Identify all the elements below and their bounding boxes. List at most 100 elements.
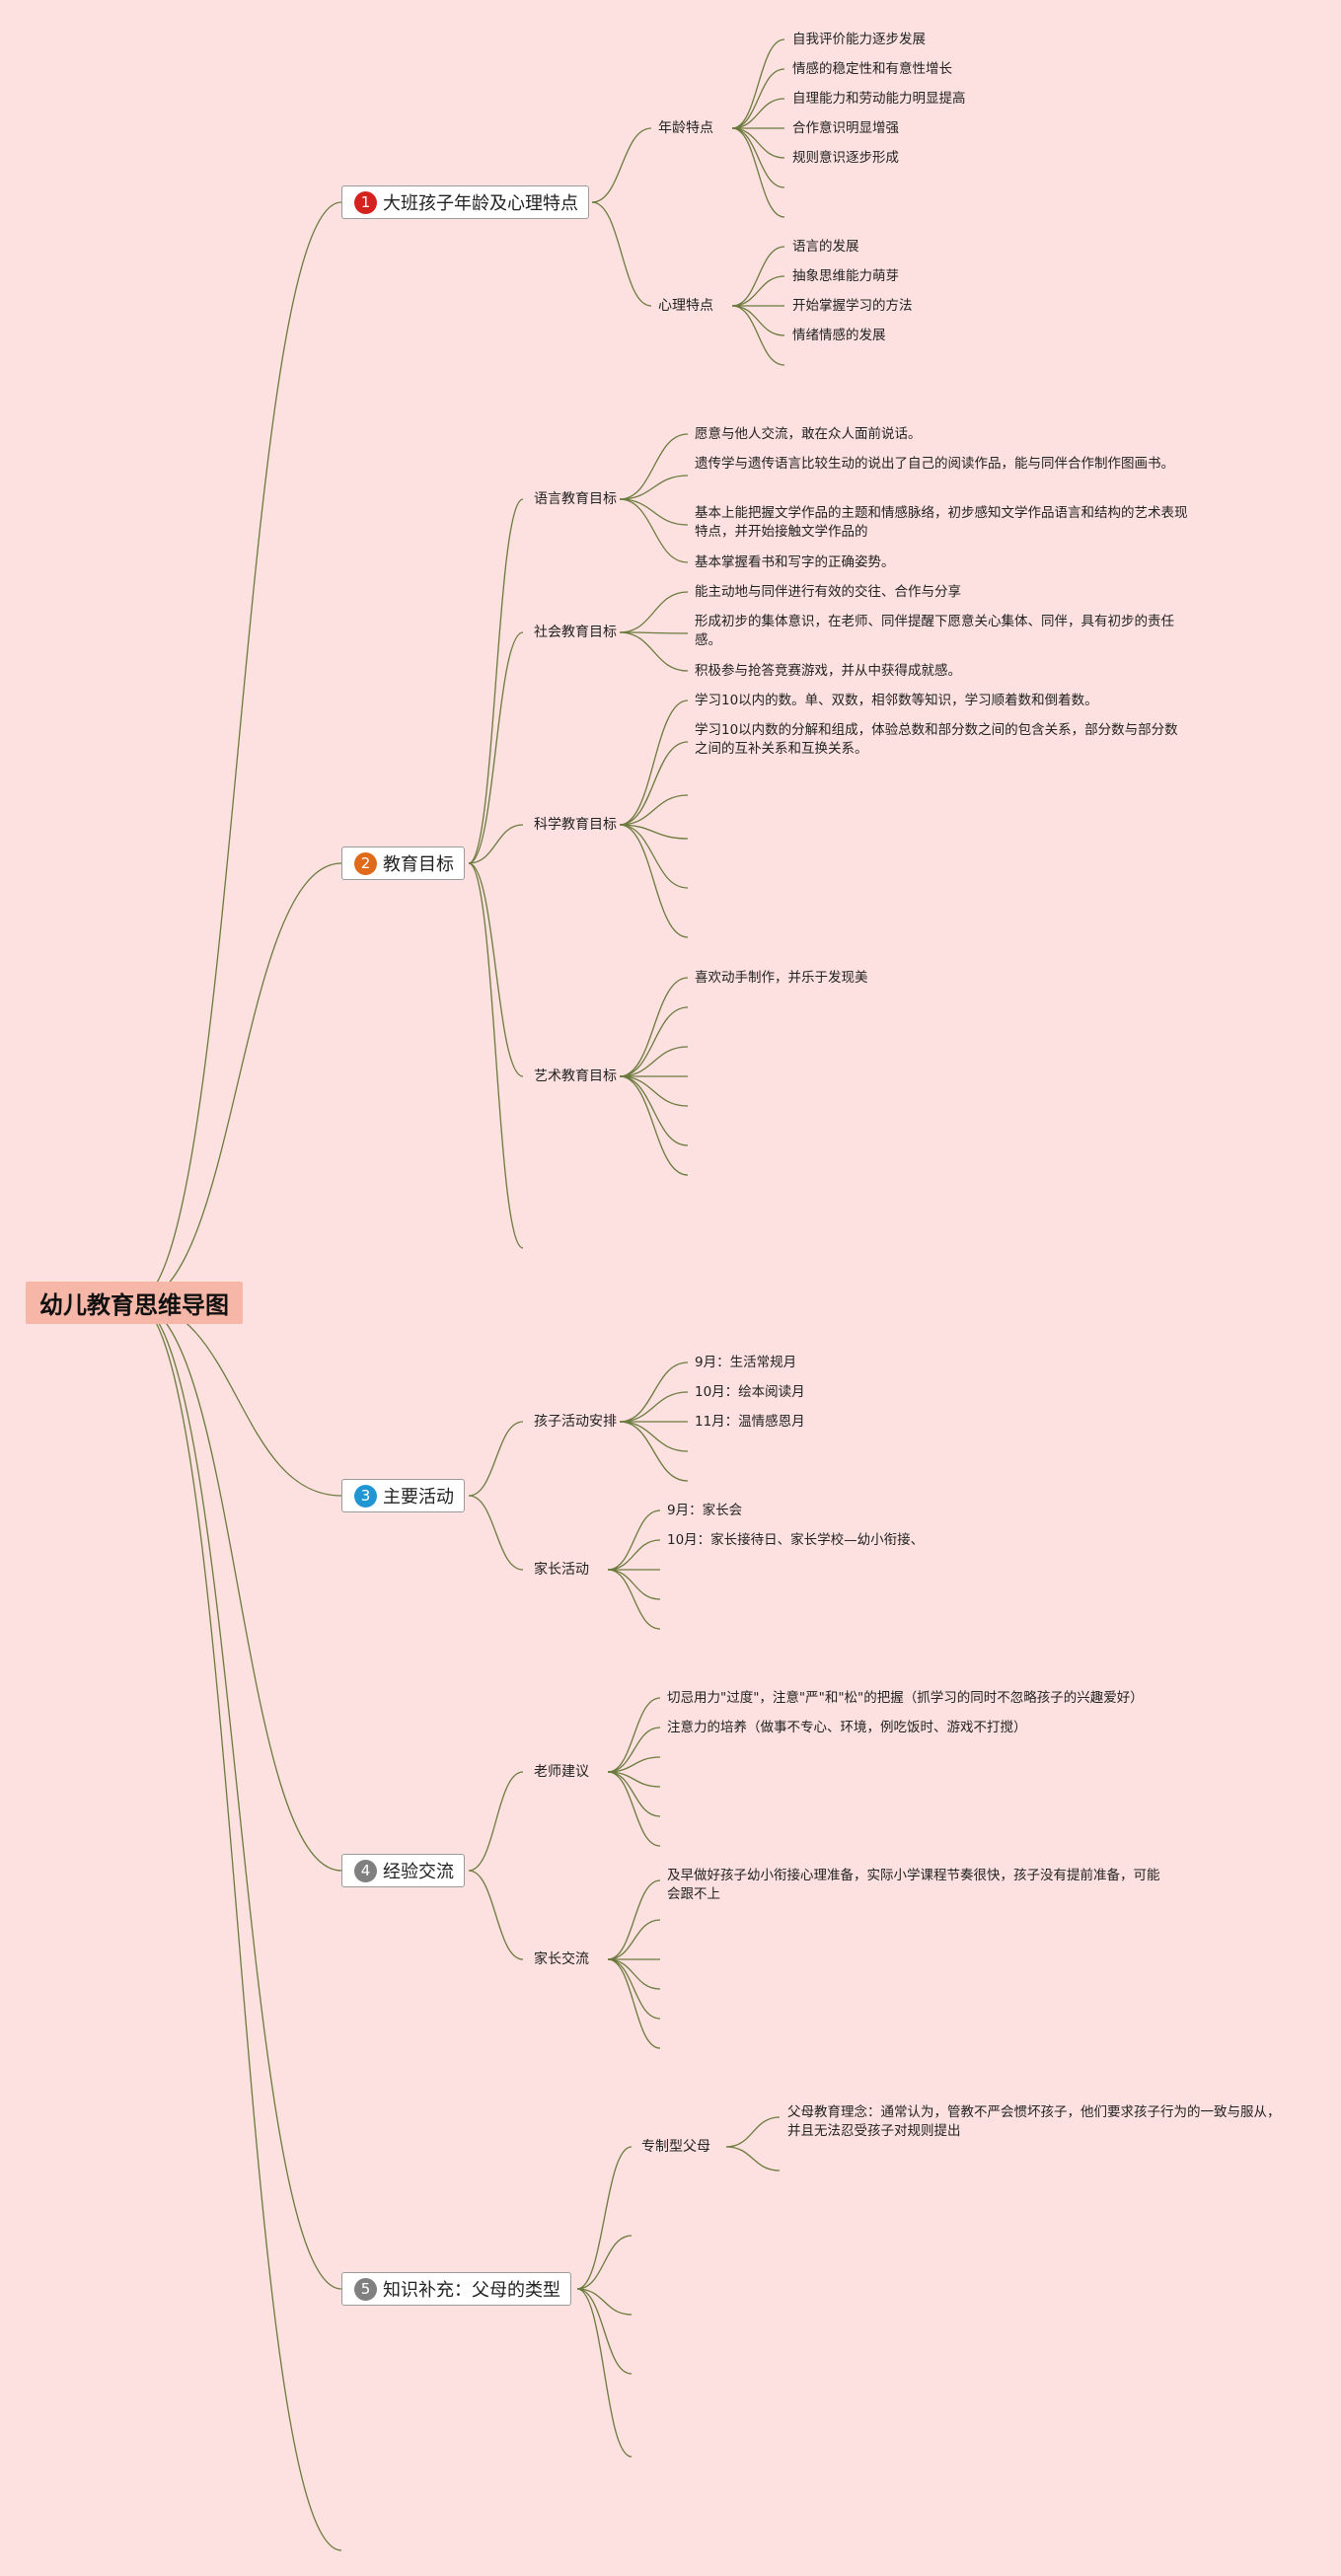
connector-curve: [607, 1919, 661, 1960]
subtopic-science-goals[interactable]: 科学教育目标: [534, 817, 617, 833]
connector-curve: [607, 1697, 661, 1773]
connector-curve: [731, 127, 785, 188]
leaf-item[interactable]: 情感的稳定性和有意性增长: [792, 61, 952, 77]
connector-curve: [607, 1509, 661, 1571]
connector-curve: [619, 824, 689, 938]
leaf-item[interactable]: 积极参与抢答竞赛游戏，并从中获得成就感。: [695, 663, 961, 679]
leaf-item[interactable]: 形成初步的集体意识，在老师、同伴提醒下愿意关心集体、同伴，具有初步的责任感。: [695, 614, 1174, 648]
connector-curve: [731, 98, 785, 129]
connector-curve: [619, 475, 689, 500]
leaf-item[interactable]: 愿意与他人交流，敢在众人面前说话。: [695, 426, 922, 442]
connector-curve: [619, 1421, 689, 1482]
root-topic[interactable]: 幼儿教育思维导图: [26, 1282, 243, 1324]
branch-5-topic[interactable]: 5 知识补充：父母的类型: [341, 2272, 571, 2306]
connector-curve: [468, 1870, 524, 1960]
subtopic-authoritarian-parents[interactable]: 专制型父母: [641, 2139, 710, 2155]
leaf-item[interactable]: 学习10以内的数。单、双数，相邻数等知识，学习顺着数和倒着数。: [695, 693, 1098, 708]
connector-curve: [468, 631, 524, 864]
connector-curve: [468, 1771, 524, 1872]
connector-curve: [731, 127, 785, 218]
leaf-item[interactable]: 情绪情感的发展: [792, 328, 886, 343]
connector-curve: [619, 1075, 689, 1146]
connector-curve: [619, 794, 689, 826]
leaf-item[interactable]: 9月：家长会: [667, 1503, 743, 1518]
connector-curve: [133, 201, 342, 1303]
topic-label: 主要活动: [383, 1487, 454, 1508]
number-badge: 2: [354, 851, 377, 875]
leaf-item[interactable]: 语言的发展: [792, 239, 859, 255]
subtopic-child-activities[interactable]: 孩子活动安排: [534, 1414, 617, 1430]
connector-curve: [576, 2235, 633, 2290]
branch-1-topic[interactable]: 1 大班孩子年龄及心理特点: [341, 185, 589, 219]
connector-curve: [619, 699, 689, 826]
branch-4-topic[interactable]: 4 经验交流: [341, 1854, 465, 1887]
connector-curve: [133, 862, 342, 1303]
branch-3-topic[interactable]: 3 主要活动: [341, 1479, 465, 1512]
connector-curve: [576, 2288, 633, 2375]
number-badge: 3: [354, 1484, 377, 1508]
leaf-item[interactable]: 及早做好孩子幼小衔接心理准备，实际小学课程节奏很快，孩子没有提前准备，可能会跟不…: [667, 1868, 1160, 1902]
connector-curve: [607, 1958, 661, 1990]
leaf-item[interactable]: 注意力的培养（做事不专心、环境，例吃饭时、游戏不打搅）: [667, 1720, 1027, 1735]
leaf-item[interactable]: 9月：生活常规月: [695, 1355, 797, 1370]
leaf-item[interactable]: 能主动地与同伴进行有效的交往、合作与分享: [695, 584, 961, 600]
branch-2-topic[interactable]: 2 教育目标: [341, 846, 465, 880]
topic-label: 大班孩子年龄及心理特点: [383, 193, 578, 214]
connector-curve: [619, 591, 689, 633]
connector-curve: [591, 127, 652, 203]
leaf-item[interactable]: 10月：家长接待日、家长学校—幼小衔接、: [667, 1532, 925, 1548]
leaf-item[interactable]: 自我评价能力逐步发展: [792, 32, 926, 47]
leaf-item[interactable]: 父母教育理念：通常认为，管教不严会惯坏孩子，他们要求孩子行为的一致与服从，并且无…: [787, 2104, 1281, 2139]
leaf-item[interactable]: 11月：温情感恩月: [695, 1414, 805, 1430]
leaf-item[interactable]: 自理能力和劳动能力明显提高: [792, 91, 966, 107]
connector-curve: [607, 1958, 661, 2020]
connector-curve: [619, 824, 689, 889]
connector-curve: [731, 305, 785, 366]
subtopic-age-traits[interactable]: 年龄特点: [658, 120, 713, 136]
leaf-item[interactable]: 10月：绘本阅读月: [695, 1384, 805, 1400]
connector-curve: [468, 1495, 524, 1571]
number-badge: 1: [354, 190, 377, 214]
leaf-item[interactable]: 规则意识逐步形成: [792, 150, 899, 166]
connector-curve: [607, 1771, 661, 1847]
leaf-item[interactable]: 抽象思维能力萌芽: [792, 268, 899, 284]
connector-curve: [619, 498, 689, 563]
connector-curve: [607, 1569, 661, 1630]
connector-curve: [133, 1301, 342, 2290]
leaf-item[interactable]: 合作意识明显增强: [792, 120, 899, 136]
connector-curve: [133, 1301, 342, 1497]
leaf-item[interactable]: 基本上能把握文学作品的主题和情感脉络，初步感知文学作品语言和结构的艺术表现特点，…: [695, 505, 1188, 540]
subtopic-art-goals[interactable]: 艺术教育目标: [534, 1068, 617, 1084]
connector-curve: [725, 2146, 781, 2171]
connector-curve: [133, 1301, 342, 1872]
leaf-item[interactable]: 切忌用力"过度"，注意"严"和"松"的把握（抓学习的同时不忽略孩子的兴趣爱好）: [667, 1690, 1144, 1706]
connector-curve: [619, 1006, 689, 1077]
subtopic-teacher-advice[interactable]: 老师建议: [534, 1764, 589, 1780]
subtopic-language-goals[interactable]: 语言教育目标: [534, 491, 617, 507]
leaf-item[interactable]: 基本掌握看书和写字的正确姿势。: [695, 554, 895, 570]
connector-curve: [468, 824, 524, 864]
leaf-item[interactable]: 开始掌握学习的方法: [792, 298, 913, 314]
connector-curve: [576, 2288, 633, 2458]
connector-curve: [619, 631, 689, 634]
connector-curve: [468, 862, 524, 1249]
number-badge: 4: [354, 1859, 377, 1882]
leaf-item[interactable]: 学习10以内数的分解和组成，体验总数和部分数之间的包含关系，部分数与部分数之间的…: [695, 722, 1178, 757]
connector-curve: [731, 127, 785, 159]
connector-curve: [607, 1539, 661, 1571]
subtopic-social-goals[interactable]: 社会教育目标: [534, 625, 617, 640]
subtopic-parent-activities[interactable]: 家长活动: [534, 1562, 589, 1578]
number-badge: 5: [354, 2277, 377, 2301]
connector-curve: [619, 1075, 689, 1107]
leaf-item[interactable]: 喜欢动手制作，并乐于发现美: [695, 970, 868, 986]
connector-curve: [468, 498, 524, 864]
connector-curve: [619, 1075, 689, 1176]
connector-curve: [619, 1362, 689, 1423]
connector-curve: [619, 824, 689, 840]
connector-curve: [619, 741, 689, 826]
connector-curve: [619, 977, 689, 1077]
leaf-item[interactable]: 遗传学与遗传语言比较生动的说出了自己的阅读作品，能与同伴合作制作图画书。: [695, 456, 1174, 472]
subtopic-parent-exchange[interactable]: 家长交流: [534, 1951, 589, 1967]
subtopic-psych-traits[interactable]: 心理特点: [658, 298, 713, 314]
